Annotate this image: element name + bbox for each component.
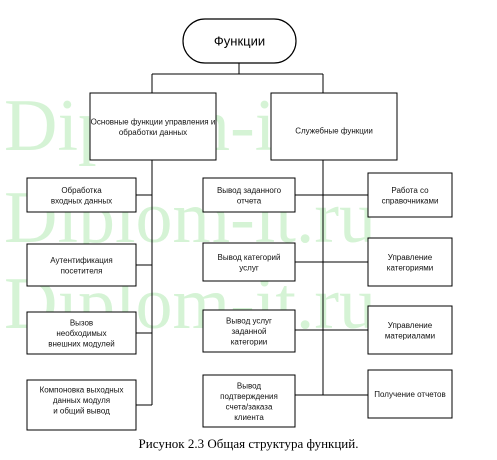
main-item-box xyxy=(26,311,137,355)
branch-service: Служебные функции xyxy=(270,92,398,161)
root-node: Функции xyxy=(182,18,297,64)
service-item-box xyxy=(367,369,453,419)
main-item-box xyxy=(26,177,137,213)
service-item-box xyxy=(367,237,453,287)
root-node-label: Функции xyxy=(214,34,265,49)
service-item-box xyxy=(202,374,296,428)
service-item-box xyxy=(367,172,453,218)
branch-service-box xyxy=(270,92,398,161)
figure-caption: Рисунок 2.3 Общая структура функций. xyxy=(138,436,359,451)
service-item-box xyxy=(202,242,296,282)
service-item-label: Получение отчетов xyxy=(374,390,445,399)
root-node-shape xyxy=(182,18,297,64)
service-item-box xyxy=(202,309,296,353)
branch-main-box xyxy=(89,92,217,161)
service-item-box xyxy=(367,305,453,355)
branch-service-label: Служебные функции xyxy=(295,127,373,136)
main-item-box xyxy=(26,243,137,287)
connector-lines xyxy=(136,63,368,406)
main-item-box xyxy=(26,379,137,431)
service-item-box xyxy=(202,177,296,213)
